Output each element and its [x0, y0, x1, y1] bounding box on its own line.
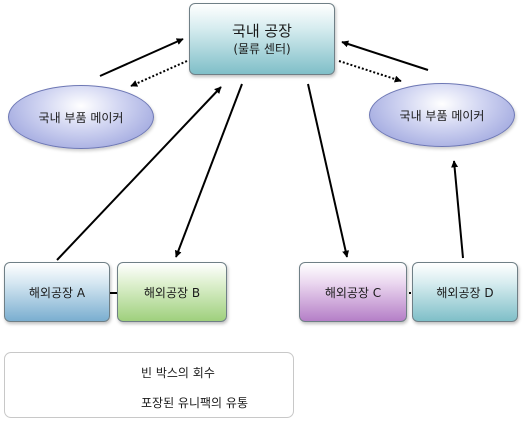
arrow-domestic-to-factory-b — [174, 83, 243, 258]
domestic-factory-title: 국내 공장 — [232, 22, 292, 40]
arrow-domestic-to-factory-c — [307, 83, 350, 258]
supplier-right-label: 국내 부품 메이커 — [399, 108, 485, 123]
factory-b-label: 해외공장 B — [143, 285, 201, 300]
legend-box: 빈 박스의 회수 포장된 유니팩의 유통 — [4, 352, 294, 418]
supplier-left-label: 국내 부품 메이커 — [38, 110, 124, 125]
domestic-supplier-left: 국내 부품 메이커 — [8, 85, 154, 149]
domestic-supplier-right: 국내 부품 메이커 — [369, 83, 515, 147]
overseas-factory-c-node: 해외공장 C — [299, 262, 407, 322]
arrow-domestic-to-left-supplier-return — [130, 60, 188, 87]
overseas-factory-b-node: 해외공장 B — [117, 262, 227, 322]
domestic-factory-subtitle: (물류 센터) — [233, 42, 291, 56]
factory-d-label: 해외공장 D — [436, 285, 494, 300]
factory-a-label: 해외공장 A — [28, 285, 86, 300]
overseas-factory-d-node: 해외공장 D — [412, 262, 518, 322]
arrow-factory-a-to-domestic — [56, 86, 222, 261]
arrow-right-supplier-to-domestic — [341, 40, 429, 71]
legend-solid-label: 포장된 유니팩의 유통 — [141, 396, 248, 410]
arrow-left-supplier-to-domestic — [99, 38, 184, 77]
arrow-factory-d-to-right-supplier — [451, 160, 464, 259]
legend-dotted-label: 빈 박스의 회수 — [141, 366, 215, 380]
overseas-factory-a-node: 해외공장 A — [4, 262, 110, 322]
domestic-factory-node: 국내 공장 (물류 센터) — [189, 3, 335, 75]
arrow-domestic-to-right-supplier-return — [338, 60, 402, 83]
factory-c-label: 해외공장 C — [324, 285, 382, 300]
